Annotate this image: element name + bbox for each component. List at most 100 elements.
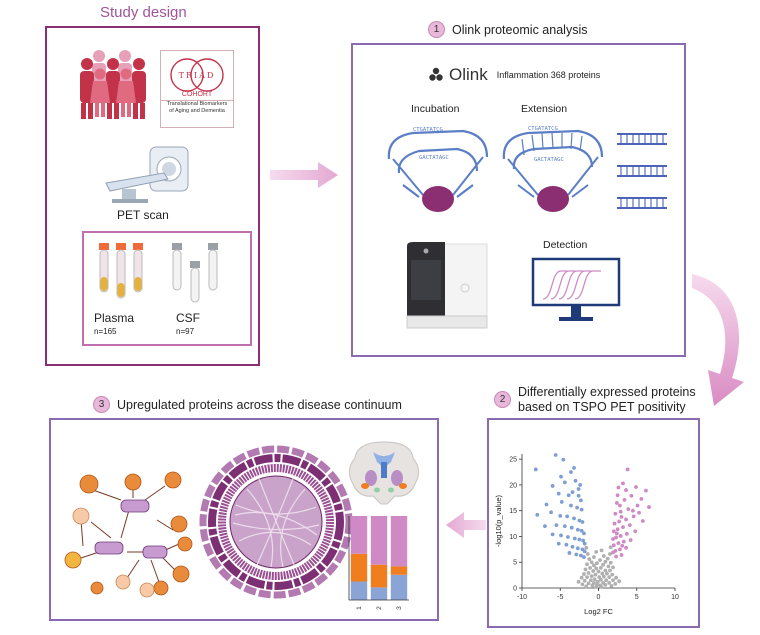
volcano-point [580, 520, 585, 524]
volcano-point [575, 546, 580, 551]
volcano-point [627, 523, 632, 528]
volcano-point [550, 532, 555, 537]
volcano-x-tick-label: -5 [557, 594, 563, 601]
volcano-point [572, 516, 576, 521]
volcano-point [618, 503, 622, 508]
volcano-point [634, 485, 638, 489]
volcano-x-tick-label: 5 [635, 594, 639, 601]
stacked-bar-segment [350, 553, 368, 582]
volcano-point [591, 569, 596, 573]
stacked-bar-segment [350, 581, 368, 600]
volcano-point [621, 539, 626, 544]
volcano-point [614, 575, 618, 580]
extension-label: Extension [521, 103, 568, 115]
stacked-bar-segment [370, 516, 388, 565]
stacked-bar-segment [370, 564, 388, 588]
volcano-point [577, 518, 582, 523]
volcano-point [556, 541, 561, 546]
volcano-x-tick-label: 10 [671, 594, 679, 601]
protein-network-diagram [64, 471, 193, 598]
volcano-point [583, 567, 588, 572]
volcano-point [609, 584, 614, 588]
volcano-point [615, 527, 620, 532]
volcano-point [570, 544, 575, 549]
triad-subtitle: Translational Biomarkers of Aging and De… [161, 100, 233, 115]
volcano-x-tick-label: -10 [517, 594, 527, 601]
volcano-point [566, 493, 571, 498]
volcano-point [619, 514, 624, 519]
stacked-bar-category-label: 1 [356, 606, 363, 610]
brain-icon [349, 441, 419, 505]
volcano-point [619, 553, 624, 557]
volcano-point [635, 503, 640, 508]
volcano-point [586, 581, 591, 586]
volcano-point [549, 510, 553, 515]
volcano-point [589, 560, 594, 565]
csf-tubes-icon [172, 243, 218, 303]
volcano-point [585, 562, 589, 567]
volcano-point [611, 565, 615, 570]
volcano-point [569, 525, 574, 530]
volcano-point [605, 571, 609, 576]
volcano-point [553, 453, 558, 457]
volcano-point [596, 569, 601, 574]
volcano-point [569, 503, 573, 508]
stacked-bar-segment [350, 516, 368, 554]
volcano-point [621, 481, 625, 486]
volcano-point [613, 581, 618, 586]
volcano-point [579, 498, 583, 503]
volcano-point [603, 559, 608, 564]
volcano-point [621, 525, 625, 530]
plasma-label: Plasma [94, 311, 135, 325]
olink-brand: Olink [449, 65, 488, 84]
volcano-point [624, 531, 629, 536]
stacked-bar-segment [390, 516, 408, 567]
volcano-point [594, 550, 599, 554]
volcano-y-tick-label: 10 [509, 534, 517, 541]
volcano-point [647, 505, 651, 509]
volcano-point [579, 553, 583, 558]
volcano-point [562, 524, 567, 529]
stacked-bar-segment [390, 566, 408, 575]
triad-logo-circles: TRIAD [170, 58, 224, 92]
volcano-point [592, 563, 596, 568]
volcano-point [598, 577, 603, 582]
volcano-point [626, 507, 631, 512]
arrow-curved-down [692, 274, 744, 406]
volcano-point [565, 514, 570, 519]
volcano-point [611, 537, 615, 541]
volcano-point [618, 509, 623, 514]
olink-panel-name: Inflammation 368 proteins [496, 70, 601, 80]
volcano-point [572, 466, 576, 470]
volcano-point [564, 542, 569, 547]
volcano-point [617, 519, 622, 524]
step1-title: 1 Olink proteomic analysis [428, 21, 587, 38]
people-group-icon [80, 50, 146, 119]
volcano-point [611, 578, 615, 583]
volcano-point [639, 496, 644, 501]
extension-oligo-bottom: GACTATAGC [534, 157, 564, 163]
volcano-point [640, 519, 645, 523]
step1-badge: 1 [428, 21, 445, 38]
volcano-point [588, 578, 593, 583]
volcano-point [615, 493, 620, 498]
volcano-point [574, 552, 579, 557]
incubation-oligo-bottom: GACTATAGC [419, 155, 449, 161]
volcano-x-label: Log2 FC [584, 607, 613, 616]
volcano-point [611, 529, 616, 534]
volcano-point [579, 575, 584, 580]
volcano-point [608, 568, 612, 573]
volcano-point [614, 554, 618, 559]
stacked-bar-segment [390, 574, 408, 600]
volcano-point [576, 487, 581, 491]
volcano-point [594, 585, 599, 589]
volcano-point [624, 545, 628, 550]
volcano-point [637, 510, 641, 515]
plasma-tubes-icon [99, 243, 143, 299]
volcano-point [577, 537, 582, 542]
volcano-point [584, 545, 589, 550]
volcano-point [611, 550, 615, 555]
